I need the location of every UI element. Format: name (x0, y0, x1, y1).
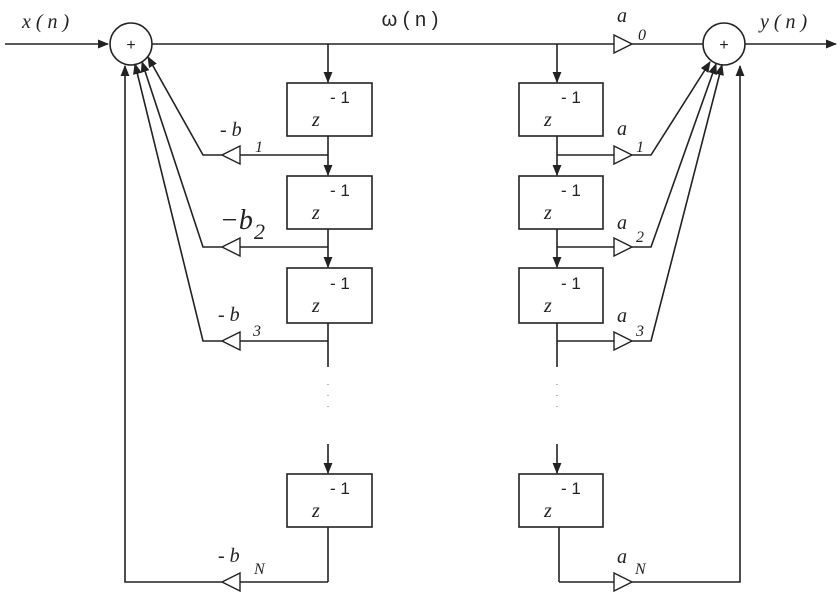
svg-text:- b: - b (218, 545, 240, 567)
svg-text:a: a (617, 546, 627, 568)
feedforward-tap-a1: a 1 (557, 61, 711, 166)
svg-text:z: z (543, 295, 552, 317)
svg-text:1: 1 (255, 139, 263, 156)
delay-box (286, 473, 373, 528)
right-delay-2: z - 1 (518, 175, 604, 230)
feedback-tap-b1: - b 1 (147, 56, 328, 166)
adder-plus-symbol: + (719, 37, 728, 54)
svg-text:- 1: - 1 (561, 274, 581, 293)
input-label: x ( n ) (21, 11, 70, 33)
svg-text:- b: - b (220, 119, 242, 141)
svg-text:a: a (617, 118, 627, 140)
svg-text:- 1: - 1 (561, 181, 581, 200)
right-delay-1: z - 1 (518, 82, 604, 137)
gain-b1-triangle (220, 144, 241, 166)
svg-text:a: a (617, 305, 627, 327)
svg-text:- 1: - 1 (330, 274, 350, 293)
svg-text:a: a (617, 212, 627, 234)
svg-text:3: 3 (635, 323, 644, 340)
svg-text:1: 1 (636, 139, 644, 156)
svg-text:z: z (311, 109, 320, 131)
right-delay-n: z - 1 (518, 473, 604, 528)
feedforward-tap-a2: a 2 (557, 62, 717, 258)
feedback-tap-b2: −b 2 (140, 60, 328, 258)
svg-text:- 1: - 1 (330, 181, 350, 200)
svg-text:- 1: - 1 (561, 479, 581, 498)
svg-text:−b: −b (220, 205, 253, 236)
feedback-tap-bN: - b N (120, 64, 328, 593)
svg-text:N: N (253, 561, 266, 578)
gain-a0-label: a 0 (617, 5, 646, 44)
svg-text:N: N (634, 561, 647, 578)
output-label: y ( n ) (758, 11, 808, 33)
gain-b3-triangle (220, 330, 241, 352)
svg-text:z: z (311, 295, 320, 317)
input-adder: + (109, 22, 153, 66)
left-delay-3: z - 1 (286, 267, 373, 324)
feedforward-tap-a3: a 3 (557, 63, 724, 352)
output-adder: + (702, 22, 746, 66)
gain-a0-triangle (613, 33, 634, 55)
delay-box (286, 82, 373, 137)
right-delay-3: z - 1 (518, 267, 604, 324)
gain-b2-triangle (220, 236, 241, 258)
gain-a3-triangle (613, 330, 634, 352)
delay-box (286, 175, 373, 230)
gain-a1-triangle (613, 144, 634, 166)
svg-text:z: z (311, 500, 320, 522)
svg-text:3: 3 (252, 323, 261, 340)
svg-text:z: z (311, 202, 320, 224)
svg-text:- 1: - 1 (561, 88, 581, 107)
delay-box (518, 175, 604, 230)
svg-text:z: z (543, 202, 552, 224)
svg-text:z: z (543, 109, 552, 131)
gain-bN-triangle (220, 571, 241, 593)
delay-box (286, 267, 373, 324)
left-delay-2: z - 1 (286, 175, 373, 230)
gain-a2-triangle (613, 236, 634, 258)
svg-text:- b: - b (218, 304, 240, 326)
delay-box (518, 473, 604, 528)
delay-box (518, 267, 604, 324)
svg-text:2: 2 (254, 219, 265, 244)
svg-text:z: z (543, 500, 552, 522)
adder-plus-symbol: + (126, 37, 135, 54)
delay-box (518, 82, 604, 137)
svg-text:0: 0 (638, 27, 646, 44)
feedforward-tap-aN: a N (559, 64, 745, 593)
left-delay-1: z - 1 (286, 82, 373, 137)
svg-text:- 1: - 1 (330, 88, 350, 107)
svg-text:2: 2 (636, 229, 644, 246)
state-label: ω ( n ) (382, 9, 439, 31)
feedback-tap-b3: - b 3 (133, 62, 328, 352)
gain-aN-triangle (613, 571, 634, 593)
left-delay-n: z - 1 (286, 473, 373, 528)
svg-text:a: a (617, 5, 627, 27)
svg-text:- 1: - 1 (330, 479, 350, 498)
